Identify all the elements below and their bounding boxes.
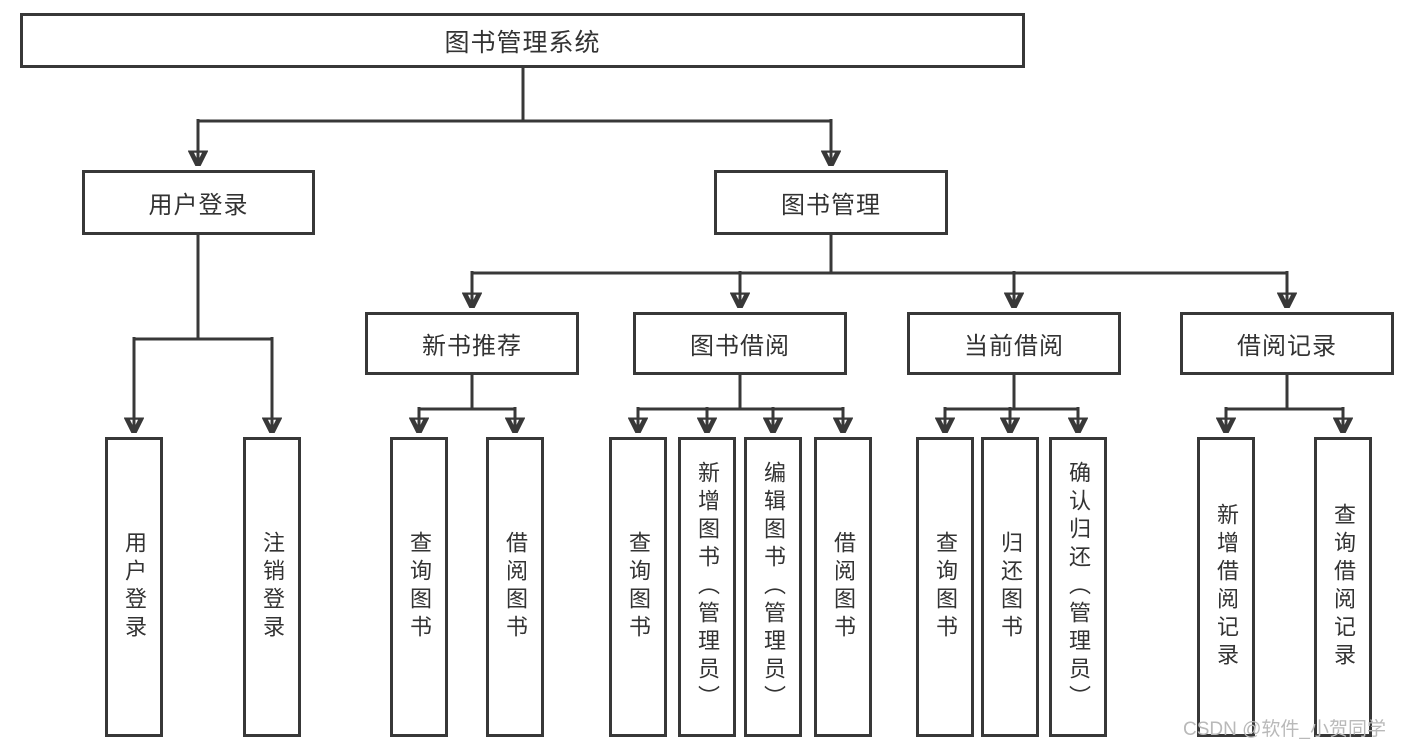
leaf-edit-books-admin: 编辑图书（管理员） (744, 437, 802, 737)
leaf-add-borrow-record: 新增借阅记录 (1197, 437, 1255, 737)
node-label: 图书管理 (781, 192, 881, 219)
leaf-query-books-recommendation: 查询图书 (390, 437, 448, 737)
node-library-management-system: 图书管理系统 (20, 13, 1025, 68)
node-label: 查询借阅记录 (1331, 503, 1356, 671)
leaf-logout-login: 注销登录 (243, 437, 301, 737)
node-label: 查询图书 (933, 531, 958, 643)
node-label: 借阅图书 (831, 531, 856, 643)
node-book-borrowing: 图书借阅 (633, 312, 847, 375)
node-label: 查询图书 (626, 531, 651, 643)
connector-book-management-children (471, 235, 1289, 308)
connector-root-to-level2 (197, 68, 833, 166)
connector-book-borrowing-children (637, 375, 845, 433)
leaf-return-books: 归还图书 (981, 437, 1039, 737)
node-label: 查询图书 (407, 531, 432, 643)
leaf-confirm-return-admin: 确认归还（管理员） (1049, 437, 1107, 737)
node-label: 确认归还（管理员） (1066, 461, 1091, 713)
node-label: 当前借阅 (964, 333, 1064, 360)
node-user-login: 用户登录 (82, 170, 315, 235)
node-current-borrowing: 当前借阅 (907, 312, 1121, 375)
node-new-book-recommendation: 新书推荐 (365, 312, 579, 375)
node-label: 借阅图书 (503, 531, 528, 643)
connector-borrowing-records-children (1225, 375, 1345, 433)
leaf-user-login: 用户登录 (105, 437, 163, 737)
node-label: 用户登录 (122, 531, 147, 643)
leaf-borrow-books-recommendation: 借阅图书 (486, 437, 544, 737)
leaf-add-books-admin: 新增图书（管理员） (678, 437, 736, 737)
node-label: 注销登录 (260, 531, 285, 643)
node-label: 用户登录 (148, 192, 249, 219)
node-label: 借阅记录 (1237, 333, 1337, 360)
leaf-query-books-borrowing: 查询图书 (609, 437, 667, 737)
leaf-query-books-current: 查询图书 (916, 437, 974, 737)
node-book-management: 图书管理 (714, 170, 948, 235)
node-label: 编辑图书（管理员） (761, 461, 786, 713)
node-label: 图书管理系统 (444, 28, 601, 57)
watermark: CSDN @软件_小贺同学 (1183, 719, 1386, 740)
connector-user-login-children (133, 235, 274, 433)
leaf-borrow-books-borrowing: 借阅图书 (814, 437, 872, 737)
node-label: 新书推荐 (422, 333, 522, 360)
node-label: 归还图书 (998, 531, 1023, 643)
leaf-query-borrow-record: 查询借阅记录 (1314, 437, 1372, 737)
node-label: 图书借阅 (690, 333, 790, 360)
node-label: 新增图书（管理员） (695, 461, 720, 713)
connector-new-book-recommendation-children (418, 375, 517, 433)
node-label: 新增借阅记录 (1214, 503, 1239, 671)
node-borrowing-records: 借阅记录 (1180, 312, 1394, 375)
connector-current-borrowing-children (944, 375, 1080, 433)
